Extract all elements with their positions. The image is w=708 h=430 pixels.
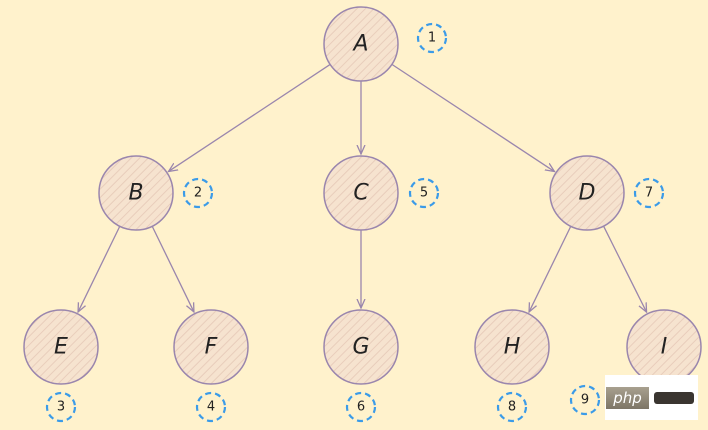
order-number: 9: [581, 393, 589, 408]
node-label: E: [54, 335, 68, 360]
order-badge: 6: [345, 391, 377, 423]
node-label: I: [661, 335, 668, 360]
node-circle: [23, 309, 99, 385]
edge-A-D: [391, 63, 555, 171]
order-badge: 1: [416, 22, 448, 54]
node-circle: [323, 155, 399, 231]
node-circle: [323, 6, 399, 82]
edge-B-F: [151, 225, 194, 312]
order-number: 6: [357, 400, 365, 415]
order-badge: 4: [195, 391, 227, 423]
node-circle: [98, 155, 174, 231]
order-number: 2: [194, 186, 202, 201]
order-number: 4: [207, 400, 215, 415]
order-badge: 7: [633, 177, 665, 209]
node-E: E3: [23, 309, 99, 423]
node-label: F: [205, 335, 218, 360]
node-label: H: [504, 335, 521, 360]
watermark: php: [605, 375, 698, 420]
order-badge: 9: [569, 384, 601, 416]
node-I: I9: [569, 309, 702, 416]
node-F: F4: [173, 309, 249, 423]
node-circle: [474, 309, 550, 385]
edge-A-B: [169, 63, 331, 171]
node-H: H8: [474, 309, 550, 423]
order-number: 5: [420, 186, 428, 201]
order-badge: 3: [45, 391, 77, 423]
node-label: C: [353, 181, 369, 206]
watermark-logo: php: [606, 386, 649, 409]
node-label: D: [579, 181, 596, 206]
node-circle: [173, 309, 249, 385]
order-number: 1: [428, 31, 436, 46]
node-circle: [549, 155, 625, 231]
edge-B-E: [78, 225, 121, 312]
order-badge: 2: [182, 177, 214, 209]
node-G: G6: [323, 309, 399, 423]
node-label: B: [128, 181, 143, 206]
order-badge: 8: [496, 391, 528, 423]
watermark-block: [654, 391, 694, 404]
node-label: A: [351, 32, 368, 57]
node-label: G: [352, 335, 369, 360]
order-number: 7: [645, 186, 653, 201]
edge-D-H: [529, 225, 572, 312]
order-number: 8: [508, 400, 516, 415]
node-circle: [323, 309, 399, 385]
edge-D-I: [602, 225, 647, 312]
order-badge: 5: [408, 177, 440, 209]
order-number: 3: [57, 400, 65, 415]
